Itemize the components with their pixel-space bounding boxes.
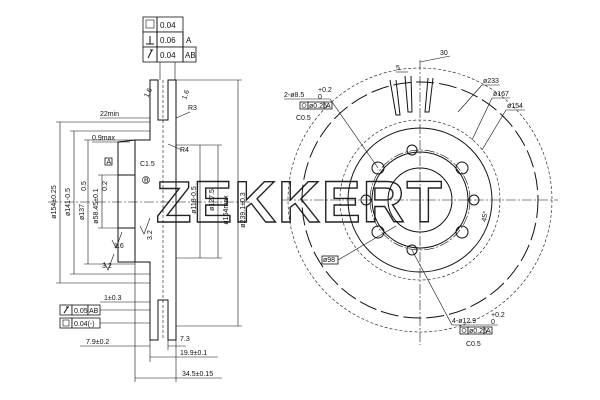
front-view: 5 30 2-ø8.5 +0.2 0 ø0.25 A C0.5 ø233 ø16…: [282, 50, 558, 348]
bolt-hole: [455, 161, 469, 175]
bolt-hole: [455, 225, 469, 239]
roughness-icon: [139, 217, 151, 235]
runout-ref: AB: [185, 51, 196, 60]
position-icon: [461, 328, 467, 333]
circle-d98: [387, 167, 453, 233]
dim-holes-large: 4-ø12.9: [452, 318, 476, 325]
tol-thickness-value: 0.04(-): [74, 321, 95, 328]
dim-c0-5-bottom: C0.5: [466, 341, 481, 348]
locating-hole: [468, 194, 480, 206]
flatness-value: 0.04: [160, 21, 176, 30]
tol-parallel-value: 0.05: [74, 308, 88, 315]
dim-d154: ø154±0.25: [51, 185, 58, 219]
tolerance-frame-top: 0.04 0.06 A 0.04 AB: [142, 16, 197, 80]
dim-holes-small-pos: ø0.25: [309, 103, 327, 110]
flatness-icon: [145, 19, 155, 29]
dim-30: 30: [440, 50, 448, 57]
dim-d137: ø137: [79, 204, 86, 220]
position-icon: [301, 103, 307, 108]
bolt-hole: [371, 225, 385, 239]
dim-d98: ø98: [323, 257, 335, 264]
datum-b: B: [144, 178, 149, 185]
dim-holes-small: 2-ø8.5: [284, 92, 304, 99]
circle-d167: [339, 119, 501, 281]
perpendicularity-value: 0.06: [160, 36, 176, 45]
dim-0-9max: 0.9max: [92, 135, 115, 142]
circle-hub: [371, 151, 469, 249]
dim-d141: ø141-0.5: [65, 188, 72, 216]
dim-1-6-mid: 1.6: [114, 243, 124, 250]
dim-r4: R4: [180, 147, 189, 154]
perpendicularity-ref: A: [186, 36, 192, 45]
dim-holes-large-ref: A: [486, 328, 491, 335]
dim-d233: ø233: [483, 78, 499, 85]
dim-1-6-top-right: 1.6: [181, 89, 191, 101]
dim-holes-small-ref: A: [326, 103, 331, 110]
dim-r3: R3: [188, 105, 197, 112]
dim-d154: ø154: [507, 103, 523, 110]
dim-d58: ø58.45±0.1: [93, 188, 100, 223]
locating-hole: [406, 244, 418, 256]
circle-outer: [287, 67, 553, 333]
dim-d167: ø167: [493, 91, 509, 98]
roughness-icon: [111, 231, 123, 249]
runout-icon: [63, 306, 69, 314]
flatness-icon: [62, 319, 70, 327]
dim-3-2-b: 3.2: [102, 263, 112, 270]
dim-22min: 22min: [100, 111, 119, 118]
dim-c0-5-top: C0.5: [296, 115, 311, 122]
bolt-hole: [371, 161, 385, 175]
dim-19-9: 19.9±0.1: [180, 350, 207, 357]
vent-slot: [404, 75, 413, 113]
dim-holes-large-tol0: 0: [491, 319, 495, 326]
circle-d154: [347, 127, 493, 273]
dim-1-6-top: 1.6: [143, 87, 154, 99]
tol-parallel-ref: AB: [89, 308, 99, 315]
runout-icon: [147, 49, 153, 59]
runout-value: 0.04: [160, 51, 176, 60]
dim-holes-large-pos: ø0.25: [469, 328, 487, 335]
dim-d239: ø239.1±0.3: [240, 192, 247, 227]
locating-hole: [406, 144, 418, 156]
circle-d233: [301, 81, 539, 319]
dim-d118: ø118-0.5: [191, 186, 198, 214]
side-view: ø154±0.25 ø141-0.5 ø137 0.5 ø58.45±0.1 0…: [48, 79, 250, 382]
dim-d154max: ø154max: [223, 195, 230, 225]
dim-d137-tol: 0.5: [81, 181, 88, 191]
dim-34-5: 34.5±0.15: [182, 371, 213, 378]
dim-7-3: 7.3: [180, 336, 190, 343]
disc-section-outline: [134, 79, 177, 341]
dim-5: 5: [396, 65, 400, 72]
vent-slot: [424, 77, 434, 113]
vent-slot: [389, 79, 401, 116]
dim-holes-small-tol: +0.2: [318, 87, 332, 94]
dim-c1-5: C1.5: [140, 161, 155, 168]
dim-7-9: 7.9±0.2: [86, 339, 109, 346]
dim-d58-tol: 0.2: [102, 181, 109, 191]
dim-d127: ø127.5: [209, 189, 216, 211]
dim-1-0-3: 1±0.3: [104, 295, 122, 302]
dim-holes-large-tol: +0.2: [491, 312, 505, 319]
dim-holes-small-tol0: 0: [318, 94, 322, 101]
dim-3-2-a: 3.2: [147, 230, 154, 240]
datum-a: A: [107, 159, 112, 166]
roughness-icon: [103, 253, 115, 271]
locating-hole: [360, 194, 372, 206]
dim-45: 45°: [480, 210, 490, 222]
